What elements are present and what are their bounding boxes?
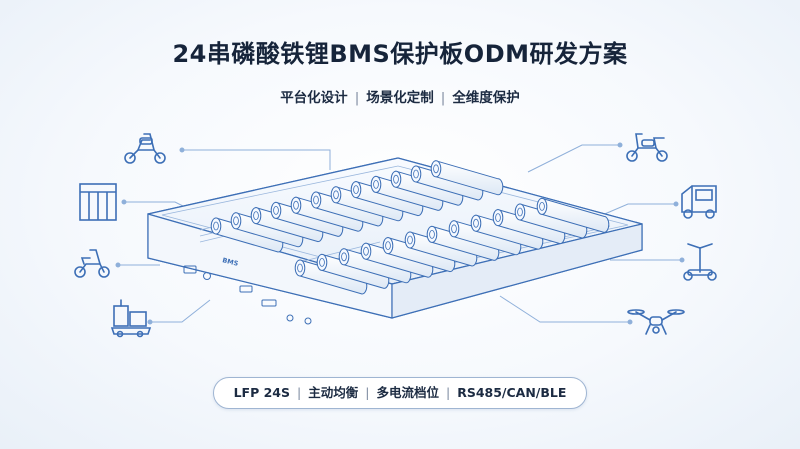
badge-item-chemistry: LFP 24S: [233, 385, 291, 400]
subtitle-item-scenario: 场景化定制: [366, 90, 434, 106]
spec-badge: LFP 24S | 主动均衡 | 多电流档位 | RS485/CAN/BLE: [212, 377, 588, 409]
subtitle-separator: |: [354, 90, 360, 106]
battery-cell: [470, 214, 544, 250]
agv-robot-icon: [110, 299, 152, 338]
drone-icon: [627, 309, 685, 335]
battery-cell: [294, 259, 368, 295]
badge-item-current: 多电流档位: [376, 385, 439, 400]
connector-lines-right: [499, 142, 685, 325]
spec-badge-wrap: LFP 24S | 主动均衡 | 多电流档位 | RS485/CAN/BLE: [0, 377, 800, 409]
electric-scooter-icon: [626, 133, 668, 162]
self-balancing-scooter-icon: [683, 243, 717, 281]
battery-cell: [430, 160, 504, 196]
electric-moped-icon: [74, 249, 110, 278]
subtitle-item-platform: 平台化设计: [280, 90, 348, 106]
badge-item-balancing: 主动均衡: [308, 385, 359, 400]
badge-separator: |: [445, 385, 451, 400]
badge-item-comm: RS485/CAN/BLE: [457, 385, 567, 400]
page-title: 24串磷酸铁锂BMS保护板ODM研发方案: [172, 40, 628, 68]
battery-cell: [492, 208, 566, 245]
subtitle-separator: |: [440, 90, 446, 106]
battery-cell: [536, 197, 610, 233]
battery-cells-front-row: [294, 197, 610, 295]
storage-cabinet-icon: [79, 183, 117, 221]
battery-cell: [316, 253, 390, 289]
battery-cells-back-row: [210, 160, 504, 253]
subtitle: 平台化设计 | 场景化定制 | 全维度保护: [0, 86, 800, 106]
electric-scooter-icon: [124, 133, 166, 164]
badge-separator: |: [297, 385, 302, 400]
badge-separator: |: [365, 385, 370, 400]
electric-tricycle-icon: [681, 185, 717, 219]
board-label: BMS: [222, 256, 240, 268]
subtitle-item-protection: 全维度保护: [452, 90, 520, 106]
